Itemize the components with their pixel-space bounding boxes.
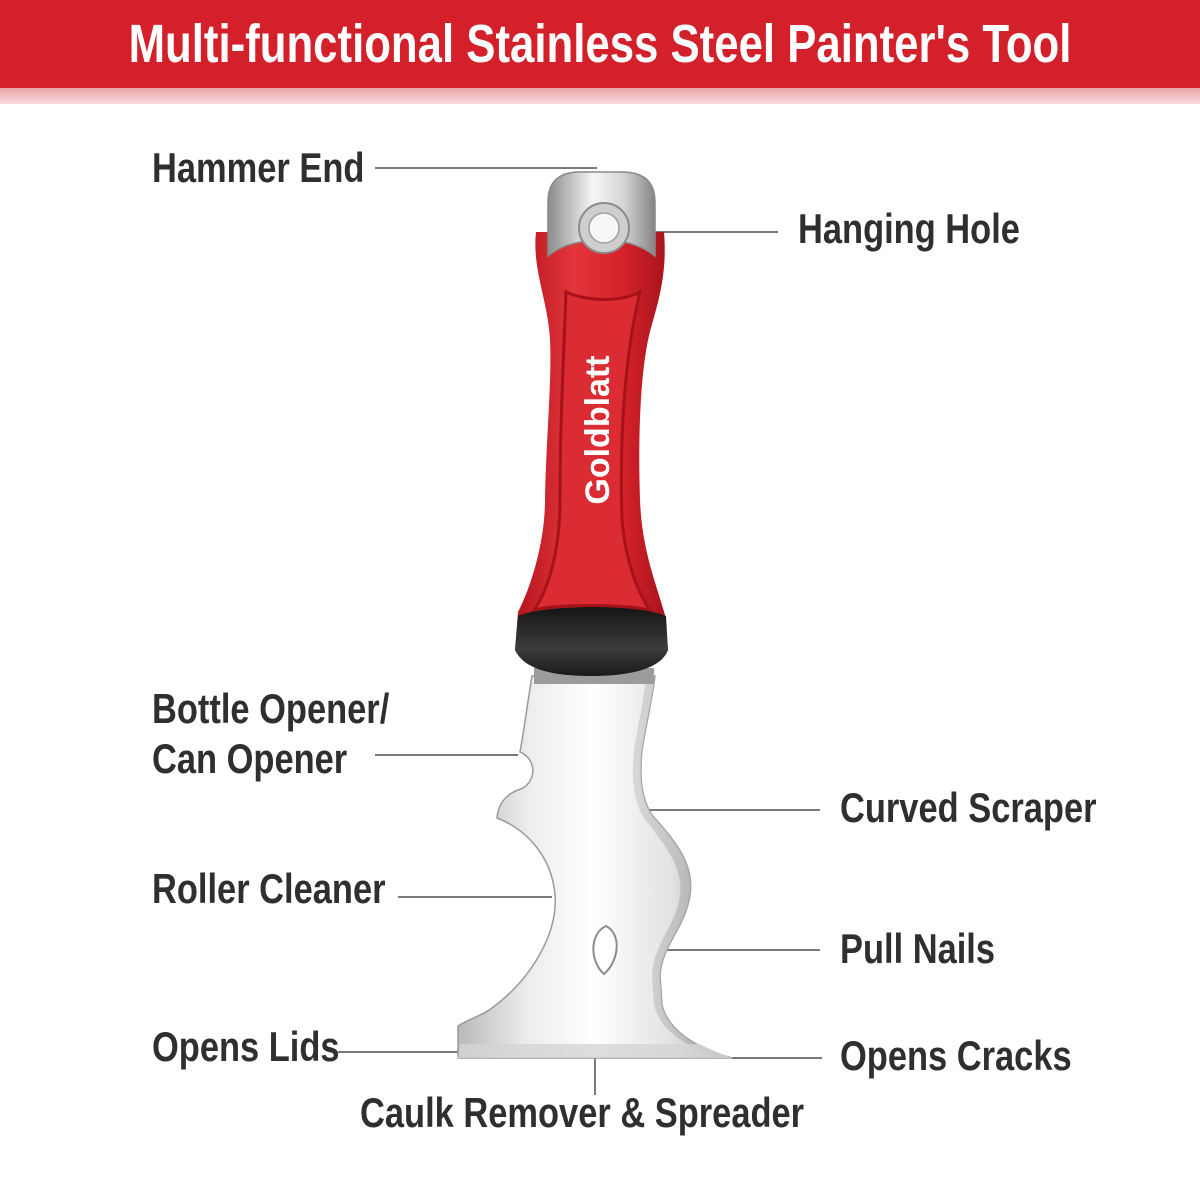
label-bottle-opener: Bottle Opener/ [152,685,390,732]
label-roller-cleaner: Roller Cleaner [152,865,386,912]
label-caulk-remover: Caulk Remover & Spreader [360,1089,805,1136]
label-opens-cracks: Opens Cracks [840,1032,1072,1079]
rubber-bumper [515,607,668,676]
title-banner-shadow-band [0,88,1200,104]
handle-grip-inlay [530,289,654,613]
blade-bottom-bevel [458,1044,732,1058]
steel-blade [457,675,733,1059]
scraper-bevel-edge [632,676,732,1058]
label-pull-nails: Pull Nails [840,925,996,972]
page-title: Multi-functional Stainless Steel Painter… [128,14,1072,74]
label-can-opener: Can Opener [152,735,348,782]
brand-logo: Goldblatt [579,355,617,504]
title-banner: Multi-functional Stainless Steel Painter… [0,0,1200,88]
label-hammer-end: Hammer End [152,144,365,191]
label-hanging-hole: Hanging Hole [798,205,1020,252]
label-opens-lids: Opens Lids [152,1023,340,1070]
label-curved-scraper: Curved Scraper [840,784,1097,831]
hanging-hole [588,212,620,244]
pull-nails-slot [592,924,618,976]
